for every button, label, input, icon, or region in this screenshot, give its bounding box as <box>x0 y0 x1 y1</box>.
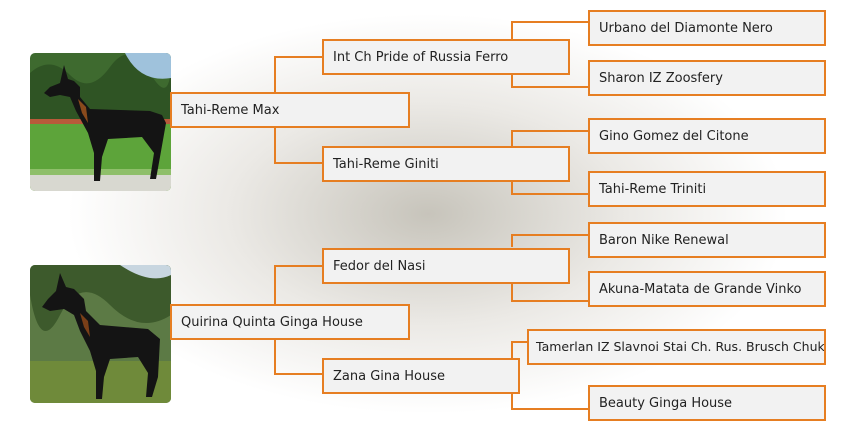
sire-box[interactable]: Tahi-Reme Max <box>170 92 410 128</box>
sire-dam-sire-box[interactable]: Gino Gomez del Citone <box>588 118 826 154</box>
doberman-photo-icon <box>30 265 171 403</box>
connector-sire-to-parents <box>274 56 322 164</box>
connector-sire-sire-to-parents <box>511 21 588 88</box>
dam-dam-dam-box[interactable]: Beauty Ginga House <box>588 385 826 421</box>
doberman-photo-icon <box>30 53 171 191</box>
connector-sire-dam-to-parents <box>511 130 588 195</box>
connector-dam-to-parents <box>274 265 322 375</box>
dam-sire-box[interactable]: Fedor del Nasi <box>322 248 570 284</box>
dam-photo <box>30 265 171 403</box>
sire-sire-box[interactable]: Int Ch Pride of Russia Ferro <box>322 39 570 75</box>
sire-sire-sire-box[interactable]: Urbano del Diamonte Nero <box>588 10 826 46</box>
dam-box[interactable]: Quirina Quinta Ginga House <box>170 304 410 340</box>
connector-dam-sire-to-parents <box>511 234 588 302</box>
connector-dam-dam-to-parents <box>511 341 588 410</box>
dam-sire-sire-box[interactable]: Baron Nike Renewal <box>588 222 826 258</box>
sire-photo <box>30 53 171 191</box>
dam-dam-sire-box[interactable]: Tamerlan IZ Slavnoi Stai Ch. Rus. Brusch… <box>527 329 826 365</box>
sire-dam-box[interactable]: Tahi-Reme Giniti <box>322 146 570 182</box>
sire-dam-dam-box[interactable]: Tahi-Reme Triniti <box>588 171 826 207</box>
dam-dam-box[interactable]: Zana Gina House <box>322 358 520 394</box>
dam-sire-dam-box[interactable]: Akuna-Matata de Grande Vinko <box>588 271 826 307</box>
sire-sire-dam-box[interactable]: Sharon IZ Zoosfery <box>588 60 826 96</box>
